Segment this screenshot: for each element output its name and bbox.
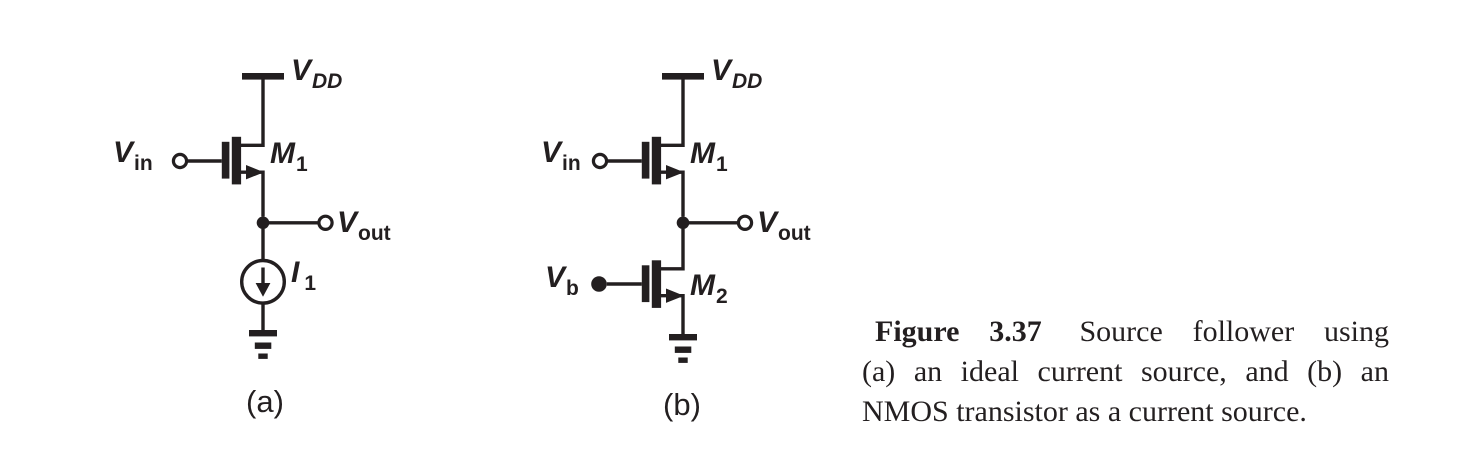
vout-label-b-sub: out	[778, 222, 811, 245]
vout-terminal-b	[736, 214, 754, 231]
vout-label-a: Vout	[337, 206, 391, 245]
m2-label-sub: 2	[716, 285, 728, 308]
vdd-label-a: VDD	[291, 54, 342, 93]
caption-line-3: NMOS transistor as a current source.	[862, 395, 1307, 428]
i1-label-base: I	[291, 256, 300, 289]
output-node-b	[676, 216, 690, 230]
circuit-a	[171, 73, 334, 359]
channel-bar	[651, 260, 662, 308]
figure-caption: Figure 3.37 Source follower using (a) an…	[862, 312, 1389, 432]
vdd-label-a-sub: DD	[312, 70, 343, 93]
nmos-m1-a-symbol	[221, 136, 265, 217]
vdd-label-b: VDD	[711, 54, 762, 93]
subfigure-label-b: (b)	[663, 387, 701, 422]
drain-wire-b	[661, 76, 685, 147]
caption-line-1: Figure 3.37 Source follower using	[862, 312, 1389, 352]
vin-terminal-b	[591, 152, 609, 170]
vdd-label-b-sub: DD	[732, 70, 763, 93]
node-to-m2-drain-wire	[661, 229, 685, 271]
drain-wire-a	[241, 76, 265, 147]
ground-symbol-a	[249, 330, 277, 359]
current-arrow-head	[255, 283, 271, 297]
vdd-label-a-base: V	[291, 54, 312, 87]
caption-line-2: (a) an ideal current source, and (b) an	[862, 355, 1389, 388]
vin-label-a-sub: in	[134, 152, 153, 175]
caption-line-1-text: Source follower using	[1079, 315, 1390, 348]
vin-label-b: Vin	[541, 136, 581, 175]
source-wire	[661, 170, 685, 217]
source-arrow	[666, 288, 684, 303]
current-source-symbol	[239, 258, 286, 305]
vdd-label-b-base: V	[711, 54, 732, 87]
source-wire	[661, 294, 685, 334]
circuit-b	[591, 73, 754, 363]
source-wire	[241, 170, 265, 217]
gate-bar	[641, 265, 650, 303]
channel-bar	[231, 136, 242, 185]
vin-label-b-base: V	[541, 136, 562, 169]
vout-label-a-sub: out	[358, 222, 391, 245]
vb-label-base: V	[545, 261, 566, 294]
m1-label-b: M1	[690, 137, 728, 176]
m2-label: M2	[690, 269, 728, 308]
vin-label-b-sub: in	[562, 152, 581, 175]
i1-label-sub: 1	[304, 272, 317, 295]
vb-label: Vb	[545, 261, 579, 300]
channel-bar	[651, 136, 662, 185]
nmos-m1-b-symbol	[641, 136, 685, 217]
vb-terminal	[591, 276, 607, 292]
gate-bar	[641, 141, 650, 179]
nmos-m2-symbol	[641, 260, 685, 334]
vout-label-b-base: V	[757, 206, 778, 239]
vin-terminal-a	[171, 152, 189, 170]
m1-label-a-sub: 1	[296, 153, 308, 176]
caption-figure-number: Figure 3.37	[875, 315, 1042, 348]
source-arrow	[246, 165, 264, 180]
vin-label-a-base: V	[113, 136, 134, 169]
vin-label-a: Vin	[113, 136, 153, 175]
vout-label-b: Vout	[757, 206, 811, 245]
gate-bar	[221, 141, 230, 179]
m1-label-a-base: M	[270, 137, 295, 170]
subfigure-label-a: (a)	[246, 384, 284, 419]
source-arrow	[666, 165, 684, 180]
vout-label-a-base: V	[337, 206, 358, 239]
m2-label-base: M	[690, 269, 715, 302]
vb-label-sub: b	[566, 277, 579, 300]
output-node-a	[256, 216, 270, 230]
m1-label-b-sub: 1	[716, 153, 728, 176]
ground-symbol-b	[669, 334, 697, 363]
m1-label-b-base: M	[690, 137, 715, 170]
vout-terminal-a	[317, 214, 334, 231]
m1-label-a: M1	[270, 137, 308, 176]
